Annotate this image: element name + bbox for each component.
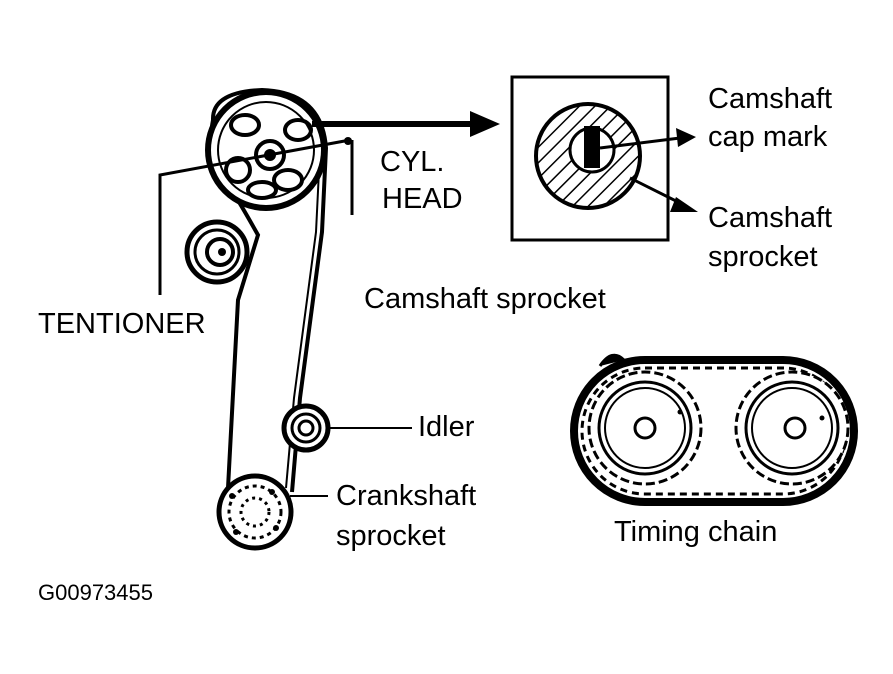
crankshaft-sprocket-wheel	[216, 473, 294, 551]
crankshaft-sprocket-label-line1: Crankshaft	[336, 480, 477, 512]
cap-mark-arrow	[599, 128, 696, 150]
idler-label: Idler	[418, 411, 475, 443]
cyl-head-reference-lines	[158, 138, 354, 295]
camshaft-sprocket-label: Camshaft sprocket	[364, 283, 606, 315]
inset-camshaft-sprocket	[534, 102, 642, 210]
inset-camshaft-sprocket-label-line2: sprocket	[708, 241, 818, 273]
figure-code: G00973455	[38, 580, 153, 605]
timing-chain-right-sprocket	[734, 370, 850, 486]
tentioner-label: TENTIONER	[38, 308, 206, 340]
timing-chain-left-sprocket	[587, 370, 703, 486]
inset-camshaft-sprocket-label-line1: Camshaft	[708, 202, 833, 234]
reference-point	[344, 137, 352, 145]
crankshaft-sprocket-label-line2: sprocket	[336, 520, 446, 552]
inset-arrow	[312, 111, 500, 137]
idler-pulley	[281, 403, 331, 453]
camshaft-cap-mark-label-line2: cap mark	[708, 121, 828, 153]
camshaft-sprocket-wheel	[205, 89, 327, 211]
timing-chain-label: Timing chain	[614, 516, 778, 548]
cyl-head-label-line1: CYL.	[380, 146, 445, 178]
camshaft-cap-mark-label-line1: Camshaft	[708, 83, 833, 115]
sprocket-arrow	[629, 176, 698, 212]
tentioner-pulley	[184, 219, 250, 285]
cyl-head-label-line2: HEAD	[382, 183, 463, 215]
